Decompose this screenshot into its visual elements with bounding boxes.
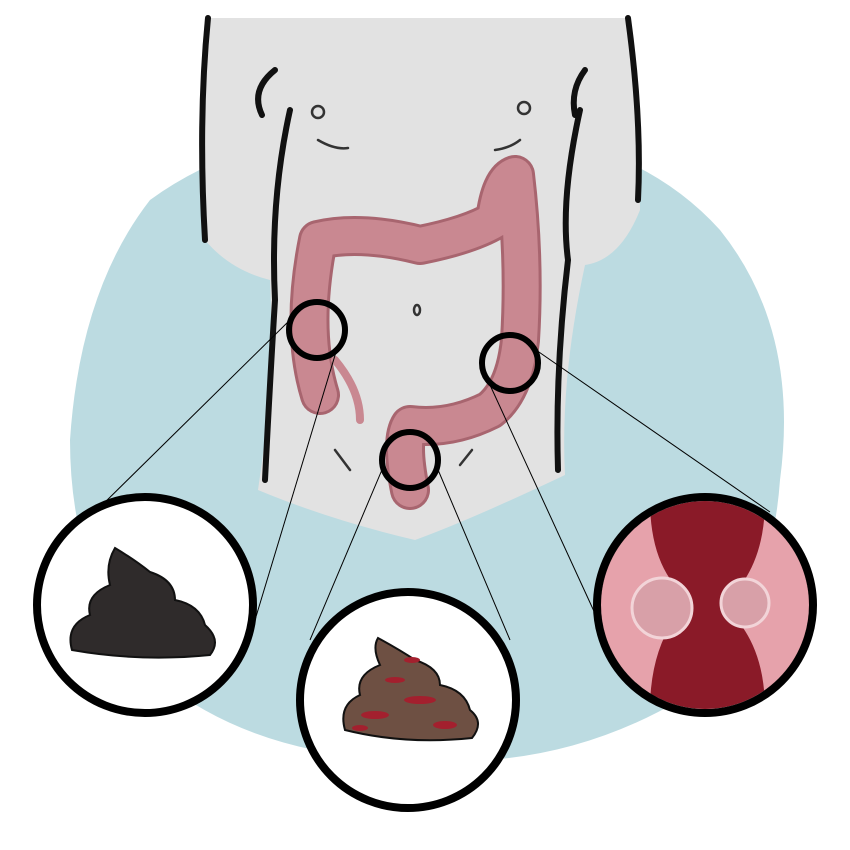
callout-lines bbox=[94, 317, 771, 641]
focus-circles bbox=[286, 299, 541, 491]
callout-black-stool bbox=[33, 493, 257, 717]
colon bbox=[289, 155, 542, 510]
plaque-left bbox=[630, 576, 694, 640]
torso-outline bbox=[199, 15, 642, 483]
black-stool-icon bbox=[69, 546, 216, 659]
focus-circle-descending bbox=[479, 332, 541, 394]
blood-streaks bbox=[352, 657, 457, 731]
focus-circle-ascending bbox=[286, 299, 348, 361]
focus-circle-rectum bbox=[379, 429, 441, 491]
callout-bloody-stool bbox=[296, 588, 520, 812]
plaque-right bbox=[719, 577, 771, 629]
torso-details bbox=[310, 100, 532, 472]
callout-blood-vessel bbox=[593, 493, 817, 717]
